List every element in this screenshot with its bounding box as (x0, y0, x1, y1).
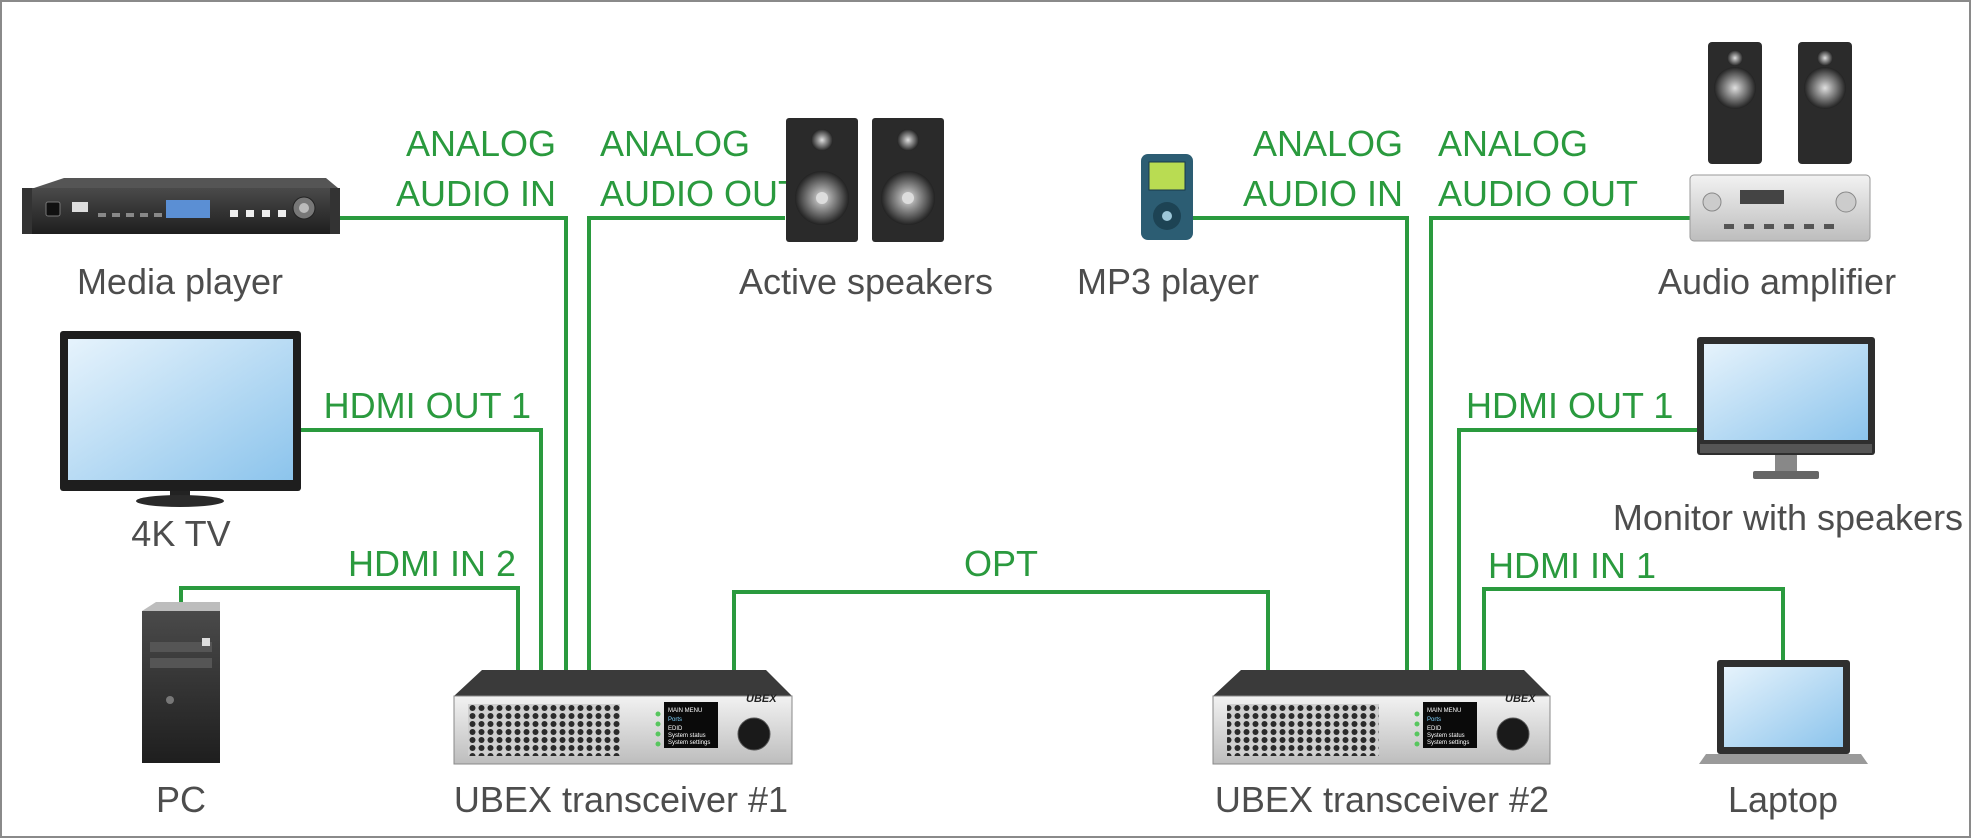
mp3-player-label: MP3 player (1077, 261, 1259, 302)
tv-device (60, 331, 301, 507)
wire-mp3-analog-in (1190, 216, 1409, 670)
ubex-transceiver-2-device: MAIN MENU Ports EDID System status Syste… (1212, 670, 1551, 765)
label-analog-out-2-line1: ANALOG (1438, 123, 1588, 164)
wire-laptop-hdmi-in (1482, 587, 1785, 670)
audio-amplifier-label: Audio amplifier (1658, 261, 1896, 302)
label-hdmi-out-1-left: HDMI OUT 1 (324, 385, 531, 426)
wire-monitor-hdmi-out (1457, 428, 1697, 670)
label-analog-in-2-line2: AUDIO IN (1243, 173, 1403, 214)
label-analog-in-1-line2: AUDIO IN (396, 173, 556, 214)
ubex2-menu-item-4: System settings (1427, 740, 1469, 746)
label-analog-out-1-line2: AUDIO OUT (600, 173, 800, 214)
ubex-transceiver-1-label: UBEX transceiver #1 (454, 779, 788, 820)
label-analog-out-1-line1: ANALOG (600, 123, 750, 164)
ubex-transceiver-1-device: MAIN MENU Ports EDID System status Syste… (453, 670, 793, 765)
wire-amp-analog-out (1429, 216, 1690, 670)
ubex1-menu-item-1: Ports (668, 717, 682, 723)
active-speakers-label: Active speakers (739, 261, 993, 302)
ubex1-menu-item-3: System status (668, 733, 706, 739)
ubex2-menu-item-1: Ports (1427, 717, 1441, 723)
ubex1-logo: UBEX (746, 693, 777, 705)
ubex-transceiver-2-label: UBEX transceiver #2 (1215, 779, 1549, 820)
mp3-player-device (1141, 154, 1193, 240)
active-speakers-device (786, 118, 944, 242)
ubex2-knob (1496, 717, 1530, 751)
label-opt: OPT (964, 543, 1038, 584)
connection-labels: ANALOG AUDIO IN ANALOG AUDIO OUT HDMI OU… (324, 123, 1674, 586)
wire-media-analog-in (338, 216, 568, 670)
label-hdmi-out-1-right: HDMI OUT 1 (1466, 385, 1673, 426)
wire-speakers-analog-out (587, 216, 785, 670)
connection-wires (179, 216, 1785, 670)
laptop-label: Laptop (1728, 779, 1838, 820)
ubex2-menu-item-2: EDID (1427, 726, 1442, 732)
media-player-device (22, 178, 340, 234)
ubex2-menu-title: MAIN MENU (1427, 708, 1461, 714)
label-hdmi-in-2: HDMI IN 2 (348, 543, 516, 584)
ubex1-menu-title: MAIN MENU (668, 708, 702, 714)
ubex1-menu-item-2: EDID (668, 726, 683, 732)
media-player-label: Media player (77, 261, 283, 302)
label-analog-in-1-line1: ANALOG (406, 123, 556, 164)
label-hdmi-in-1: HDMI IN 1 (1488, 545, 1656, 586)
wire-tv-hdmi-out (300, 428, 543, 670)
label-analog-out-2-line2: AUDIO OUT (1438, 173, 1638, 214)
monitor-label: Monitor with speakers (1613, 497, 1963, 538)
monitor-device (1697, 337, 1875, 479)
tv-label: 4K TV (131, 513, 230, 554)
audio-amplifier-device (1689, 42, 1871, 242)
wire-pc-hdmi-in (179, 586, 520, 670)
ubex2-menu-item-3: System status (1427, 733, 1465, 739)
ubex2-logo: UBEX (1505, 693, 1536, 705)
pc-device (142, 602, 220, 763)
laptop-device (1699, 660, 1868, 764)
ubex1-knob (737, 717, 771, 751)
pc-label: PC (156, 779, 206, 820)
wire-opt (732, 590, 1270, 670)
ubex1-menu-item-4: System settings (668, 740, 710, 746)
label-analog-in-2-line1: ANALOG (1253, 123, 1403, 164)
